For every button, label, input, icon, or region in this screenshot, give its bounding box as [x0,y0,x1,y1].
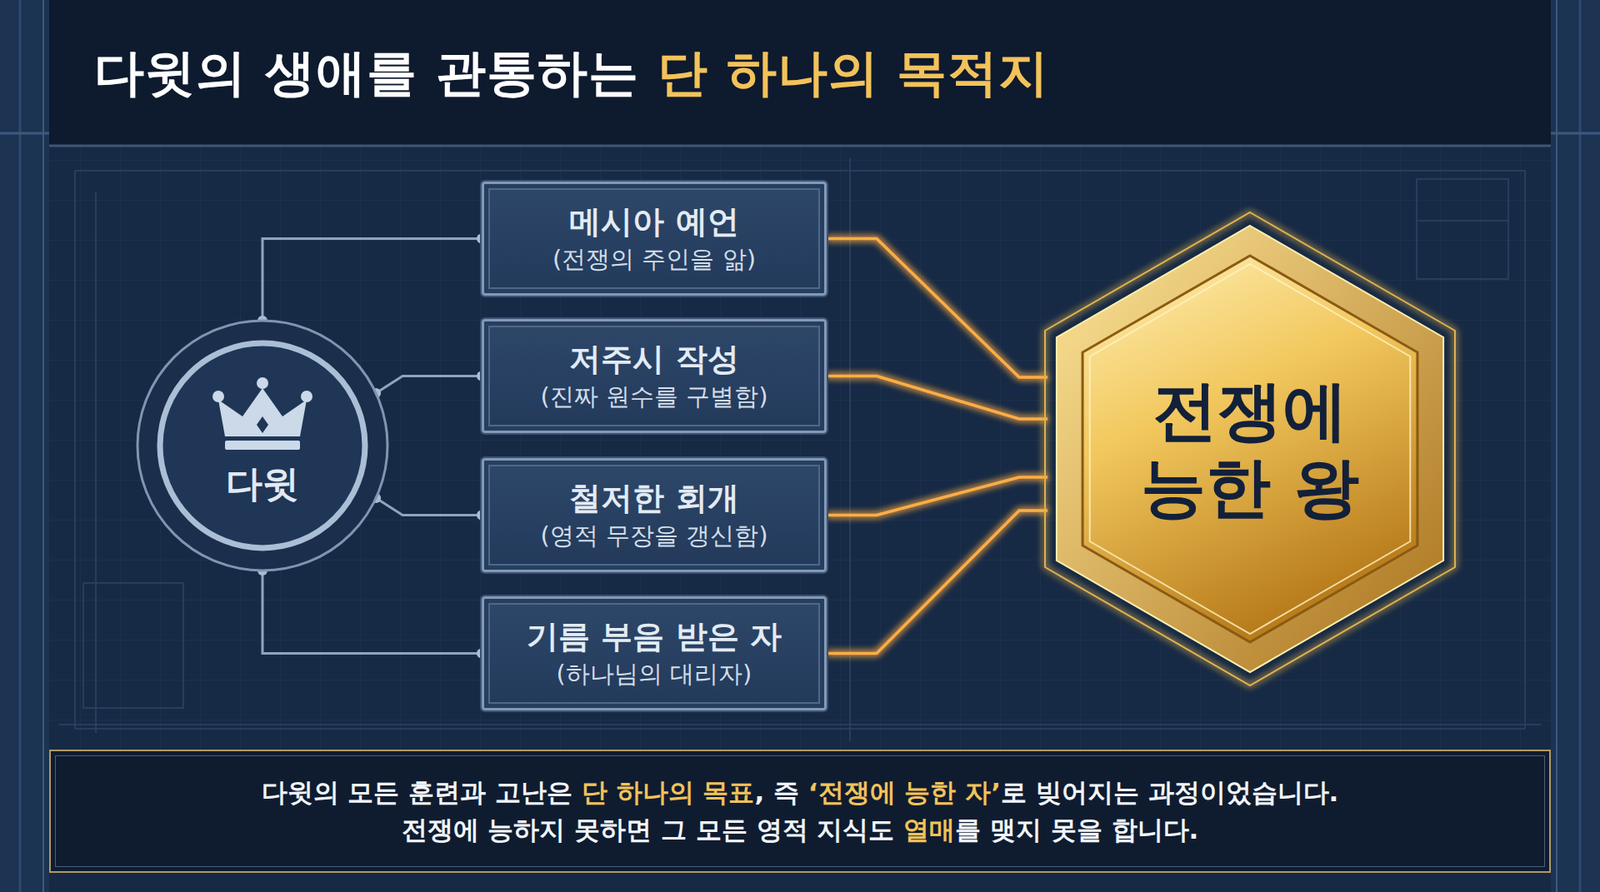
plain-text: 다윗의 생애를 관통하는 [94,43,658,102]
node-subtitle: (진짜 원수를 구별함) [540,381,768,412]
node-title: 저주시 작성 [569,340,739,380]
branch-line [262,239,482,322]
highlight-text: 단 하나의 목표 [581,777,755,808]
title-rule [0,145,1600,148]
node-subtitle: (영적 무장을 갱신함) [540,520,768,551]
plain-text: 를 맺지 못을 합니다. [955,815,1199,845]
node-title: 철저한 회개 [569,480,739,519]
branch-line [375,498,482,516]
node-subtitle: (하나님의 대리자) [556,659,753,690]
title: 다윗의 생애를 관통하는 단 하나의 목적지 [94,40,1050,108]
glow-connector [826,477,1048,516]
person-circle: 다윗 [135,318,390,574]
branch-line [262,570,482,655]
node-subtitle: (전쟁의 주인을 앎) [552,244,756,275]
plain-text: 전쟁에 능하지 못하면 그 모든 영적 지식도 [401,815,905,845]
caption-panel: 다윗의 모든 훈련과 고난은 단 하나의 목표, 즉 ‘전쟁에 능한 자’로 빚… [49,750,1551,874]
process-box: 기름 부음 받은 자(하나님의 대리자) [481,596,827,711]
branch-line [375,376,482,395]
highlight-text: 열매 [903,815,955,845]
node-title: 전쟁에 능한 왕 [1112,372,1388,526]
plain-text: , 즉 [754,777,808,808]
glow-connector [826,239,1048,379]
blueprint-lines [58,158,1542,742]
blueprint-grid [49,145,1551,750]
process-box: 철저한 회개(영적 무장을 갱신함) [481,458,827,573]
title-band [0,0,1600,146]
node-title: 다윗 [135,460,390,510]
process-box: 저주시 작성(진짜 원수를 구별함) [481,319,827,434]
process-box: 메시아 예언(전쟁의 주인을 앎) [481,181,827,296]
circle-outline [135,318,390,574]
glow-connector [826,376,1048,420]
crown-icon [212,377,313,450]
highlight-text: 단 하나의 목적지 [657,43,1050,102]
goal-hexagon: 전쟁에 능한 왕 [1044,211,1456,687]
plain-text: 로 빚어지는 과정이었습니다. [1000,777,1339,808]
hexagon-outline [1044,211,1456,687]
highlight-text: ‘전쟁에 능한 자’ [808,777,1001,808]
node-title: 메시아 예언 [569,203,739,242]
node-title: 기름 부음 받은 자 [526,618,782,657]
plain-text: 다윗의 모든 훈련과 고난은 [261,777,582,808]
caption: 다윗의 모든 훈련과 고난은 단 하나의 목표, 즉 ‘전쟁에 능한 자’로 빚… [261,774,1340,850]
glow-connector [826,510,1048,655]
